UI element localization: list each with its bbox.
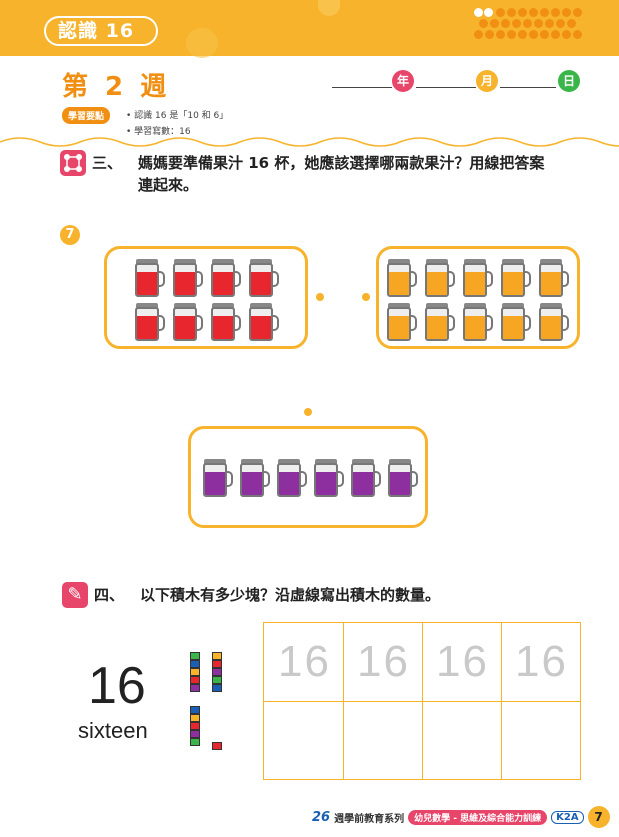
question3-text-line2: 連起來。 <box>138 176 199 194</box>
big-number: 16 <box>88 657 146 715</box>
juice-jar <box>277 459 307 497</box>
series-number: 26 <box>312 809 331 825</box>
juice-jar <box>173 259 203 297</box>
block-cube <box>212 652 222 660</box>
date-row: 年 月 日 <box>332 68 592 96</box>
block-cube <box>190 668 200 676</box>
juice-jar <box>314 459 344 497</box>
year-blank <box>332 87 392 88</box>
juice-jar <box>211 303 241 341</box>
block-cube <box>190 722 200 730</box>
learning-badge: 學習要點 <box>62 107 111 124</box>
juice-jar <box>425 303 455 341</box>
trace-number: 16 <box>436 637 489 686</box>
level-code: K2A <box>551 810 584 824</box>
series-pill: 幼兒數學 - 思維及綜合能力訓練 <box>408 809 548 825</box>
number-word: sixteen <box>78 718 148 743</box>
topic-tab: 認識 16 <box>44 16 158 46</box>
question4-text: 以下積木有多少塊？沿虛線寫出積木的數量。 <box>140 586 441 604</box>
trace-cell[interactable]: 16 <box>501 623 581 702</box>
block-cube <box>190 652 200 660</box>
juice-jar <box>501 303 531 341</box>
learning-point: • 認識 16 是「10 和 6」 <box>126 111 229 121</box>
trace-cell[interactable]: 16 <box>343 623 423 702</box>
month-badge: 月 <box>476 70 498 92</box>
connect-dot-purple[interactable] <box>304 408 312 416</box>
week-title: 第 2 週 <box>62 72 171 102</box>
block-cube <box>212 660 222 668</box>
connect-icon <box>60 150 86 176</box>
juice-jar <box>387 259 417 297</box>
trace-number: 16 <box>278 637 331 686</box>
juice-jar <box>203 459 233 497</box>
trace-number: 16 <box>515 637 568 686</box>
juice-jar <box>501 259 531 297</box>
purple-juice-option[interactable] <box>188 426 428 528</box>
block-cube <box>212 676 222 684</box>
series-text: 週學前教育系列 <box>334 813 405 825</box>
trace-cell[interactable]: 16 <box>264 623 344 702</box>
juice-jar <box>463 303 493 341</box>
juice-jar <box>249 303 279 341</box>
block-towers <box>190 652 230 752</box>
block-cube <box>190 684 200 692</box>
block-cube <box>212 668 222 676</box>
write-cell[interactable] <box>343 702 423 779</box>
question3-text-line1: 媽媽要準備果汁 16 杯，她應該選擇哪兩款果汁？用線把答案 <box>138 154 545 172</box>
flower-decoration <box>186 28 218 58</box>
trace-number: 16 <box>357 637 410 686</box>
year-badge: 年 <box>392 70 414 92</box>
red-juice-option[interactable] <box>104 246 308 349</box>
tracing-grid: 16 16 16 16 <box>263 622 581 780</box>
target-number-badge: 7 <box>60 225 80 245</box>
block-cube <box>212 684 222 692</box>
flower-decoration <box>318 0 340 16</box>
juice-jar <box>135 303 165 341</box>
juice-jar <box>425 259 455 297</box>
dot-grid-decoration <box>474 8 584 48</box>
juice-jar <box>211 259 241 297</box>
block-cube <box>190 660 200 668</box>
write-cell[interactable] <box>422 702 502 779</box>
juice-jar <box>388 459 418 497</box>
block-cube <box>190 714 200 722</box>
block-cube <box>190 730 200 738</box>
connect-dot-red[interactable] <box>316 293 324 301</box>
orange-juice-option[interactable] <box>376 246 580 349</box>
block-cube <box>190 738 200 746</box>
juice-jar <box>240 459 270 497</box>
juice-jar <box>173 303 203 341</box>
juice-jar <box>351 459 381 497</box>
juice-jar <box>249 259 279 297</box>
block-cube <box>190 676 200 684</box>
write-cell[interactable] <box>264 702 344 779</box>
learning-point: • 學習寫數：16 <box>126 127 191 137</box>
trace-cell[interactable]: 16 <box>422 623 502 702</box>
connect-dot-orange[interactable] <box>362 293 370 301</box>
day-badge: 日 <box>558 70 580 92</box>
wavy-divider <box>0 137 619 147</box>
question3-number: 三、 <box>92 154 123 172</box>
page-number: 7 <box>587 806 610 828</box>
writing-icon: ✎ <box>62 582 88 608</box>
block-cube <box>190 706 200 714</box>
footer: 26 週學前教育系列 幼兒數學 - 思維及綜合能力訓練 K2A 7 <box>312 806 610 828</box>
juice-jar <box>463 259 493 297</box>
question4-number: 四、 <box>94 586 125 604</box>
month-blank <box>416 87 476 88</box>
juice-jar <box>539 303 569 341</box>
block-cube <box>212 742 222 750</box>
juice-jar <box>387 303 417 341</box>
day-blank <box>500 87 556 88</box>
juice-jar <box>135 259 165 297</box>
write-cell[interactable] <box>501 702 581 779</box>
juice-jar <box>539 259 569 297</box>
